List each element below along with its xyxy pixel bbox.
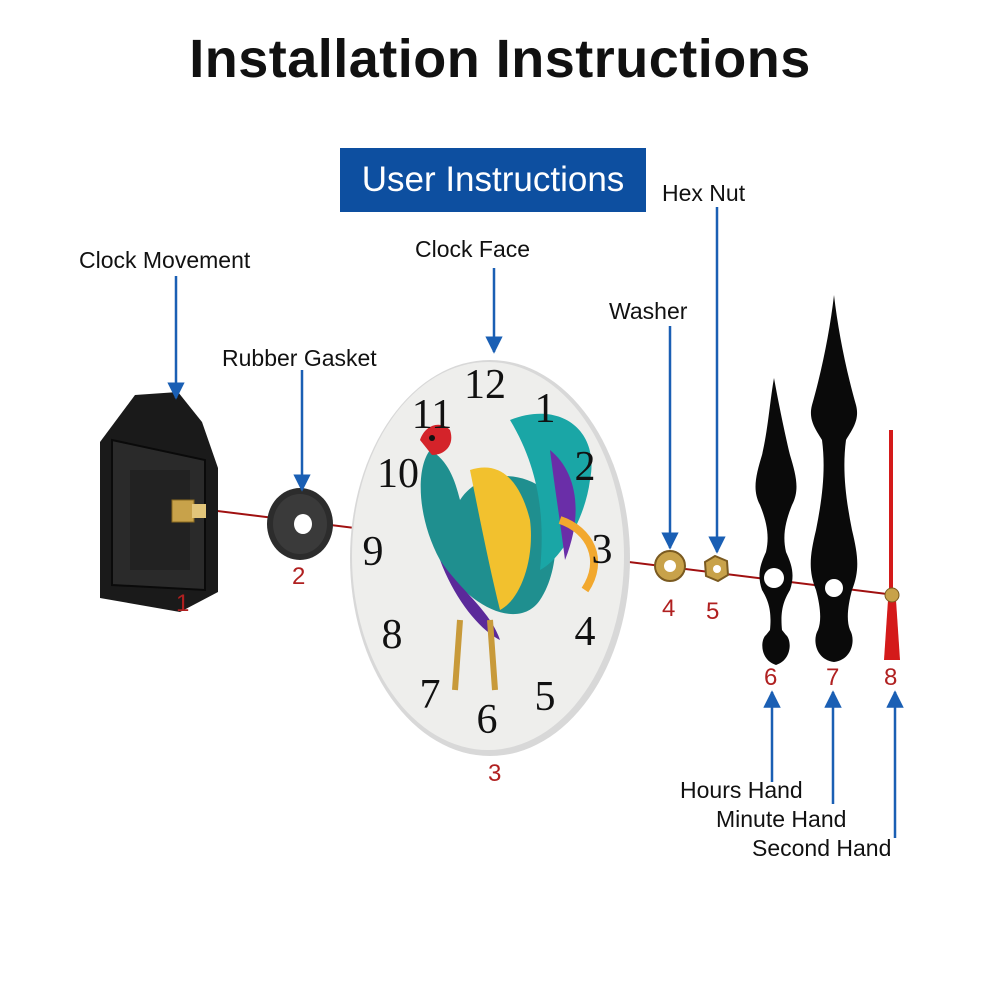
rubber-gasket (267, 488, 333, 560)
clock-numeral-10: 10 (377, 451, 419, 497)
clock-numeral-4: 4 (575, 609, 596, 655)
label-hours-hand: Hours Hand (680, 777, 803, 803)
label-second-hand: Second Hand (752, 835, 892, 861)
part-number-3: 3 (488, 760, 502, 787)
part-number-8: 8 (884, 664, 898, 691)
clock-numeral-6: 6 (477, 697, 498, 743)
clock-movement (100, 392, 218, 612)
part-number-2: 2 (292, 563, 306, 590)
part-number-6: 6 (764, 664, 778, 691)
clock-numeral-12: 12 (464, 362, 506, 408)
clock-numeral-7: 7 (420, 672, 441, 718)
hours-hand (755, 378, 797, 665)
label-hex-nut: Hex Nut (662, 180, 746, 206)
washer (654, 550, 686, 582)
label-clock-face: Clock Face (415, 236, 531, 262)
part-number-1: 1 (176, 590, 190, 617)
clock-numeral-3: 3 (592, 527, 613, 573)
rooster-artwork (420, 413, 598, 691)
hex-nut (703, 554, 730, 583)
label-clock-movement: Clock Movement (79, 247, 251, 273)
clock-numeral-11: 11 (412, 392, 452, 438)
clock-numeral-8: 8 (382, 612, 403, 658)
clock-face: 12 1 2 3 4 5 6 7 8 9 10 11 (350, 360, 630, 756)
part-number-4: 4 (662, 595, 676, 622)
part-number-7: 7 (826, 664, 840, 691)
user-instructions-banner: User Instructions (340, 148, 646, 212)
clock-numeral-5: 5 (535, 674, 556, 720)
clock-numeral-1: 1 (535, 386, 556, 432)
label-minute-hand: Minute Hand (716, 806, 847, 832)
second-hand (884, 430, 900, 660)
label-washer: Washer (609, 298, 688, 324)
part-number-5: 5 (706, 598, 720, 625)
pointer-lines (167, 207, 904, 838)
clock-numeral-9: 9 (363, 529, 384, 575)
clock-numerals: 12 1 2 3 4 5 6 7 8 9 10 11 (363, 362, 613, 743)
label-rubber-gasket: Rubber Gasket (222, 345, 377, 371)
minute-hand (810, 295, 858, 662)
clock-numeral-2: 2 (575, 444, 596, 490)
page-title: Installation Instructions (189, 29, 811, 89)
